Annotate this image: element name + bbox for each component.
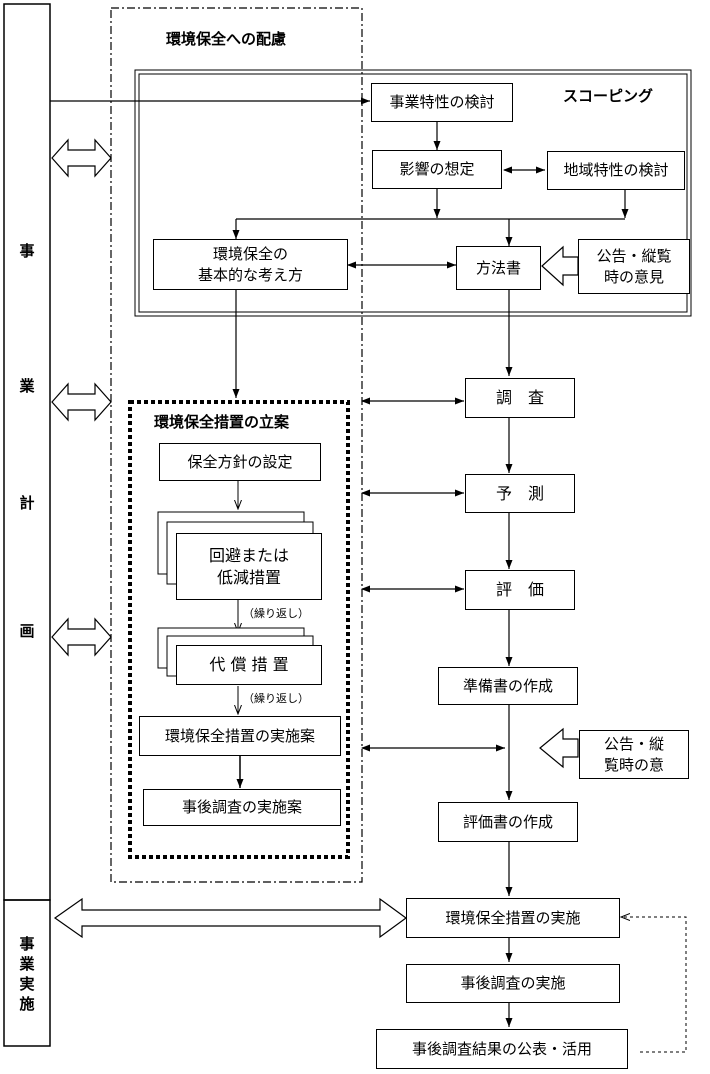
evaluation-box: 評 価 xyxy=(465,570,575,610)
plan-char-4: 画 xyxy=(19,622,35,640)
env-consideration-title: 環境保全への配慮 xyxy=(166,30,287,48)
hollow-arrow-opinion-1 xyxy=(541,245,579,287)
scoping-region-inner xyxy=(138,73,688,313)
measures-region xyxy=(128,400,350,859)
env-consideration-region xyxy=(110,7,363,883)
business-characteristics-box: 事業特性の検討 xyxy=(371,83,513,122)
exec-char-4: 施 xyxy=(19,995,35,1013)
plan-char-3: 計 xyxy=(19,494,35,512)
double-arrow-1 xyxy=(51,138,112,178)
public-opinion-box-1: 公告・縦覧 時の意見 xyxy=(578,239,690,294)
followup-publication-box: 事後調査結果の公表・活用 xyxy=(376,1029,628,1069)
plan-char-2: 業 xyxy=(19,377,35,395)
repeat-label-2: （繰り返し） xyxy=(243,692,309,705)
preparation-document-box: 準備書の作成 xyxy=(438,667,578,705)
measures-implementation-plan-box: 環境保全措置の実施案 xyxy=(139,716,341,756)
method-document-box: 方法書 xyxy=(456,246,541,290)
exec-char-1: 事 xyxy=(19,935,35,953)
plan-char-1: 事 xyxy=(19,242,35,260)
avoid-reduce-box: 回避または 低減措置 xyxy=(176,533,322,600)
regional-characteristics-box: 地域特性の検討 xyxy=(547,151,685,190)
prediction-box: 予 測 xyxy=(465,474,575,513)
feedback-loop xyxy=(621,917,687,1053)
exec-char-3: 実 xyxy=(19,975,35,993)
followup-implementation-box: 事後調査の実施 xyxy=(406,964,620,1003)
policy-setting-box: 保全方針の設定 xyxy=(159,443,321,481)
survey-box: 調 査 xyxy=(465,378,575,418)
measures-title: 環境保全措置の立案 xyxy=(154,413,290,431)
public-opinion-box-2: 公告・縦 覧時の意 xyxy=(579,730,689,779)
scoping-title: スコーピング xyxy=(563,87,654,105)
impact-assumption-box: 影響の想定 xyxy=(372,150,502,189)
scoping-region-outer xyxy=(134,69,692,317)
double-arrow-3 xyxy=(51,617,112,657)
left-bar-exec xyxy=(3,899,51,1047)
exec-char-2: 業 xyxy=(19,955,35,973)
double-arrow-2 xyxy=(51,382,112,422)
basic-approach-box: 環境保全の 基本的な考え方 xyxy=(153,239,348,290)
measures-implementation-box: 環境保全措置の実施 xyxy=(406,898,620,938)
repeat-label-1: （繰り返し） xyxy=(243,607,309,620)
left-bar-plan xyxy=(3,3,51,901)
double-arrow-4 xyxy=(53,897,408,939)
followup-plan-box: 事後調査の実施案 xyxy=(143,789,341,826)
evaluation-document-box: 評価書の作成 xyxy=(438,802,578,842)
compensation-box: 代 償 措 置 xyxy=(176,645,322,685)
hollow-arrow-opinion-2 xyxy=(539,727,579,769)
